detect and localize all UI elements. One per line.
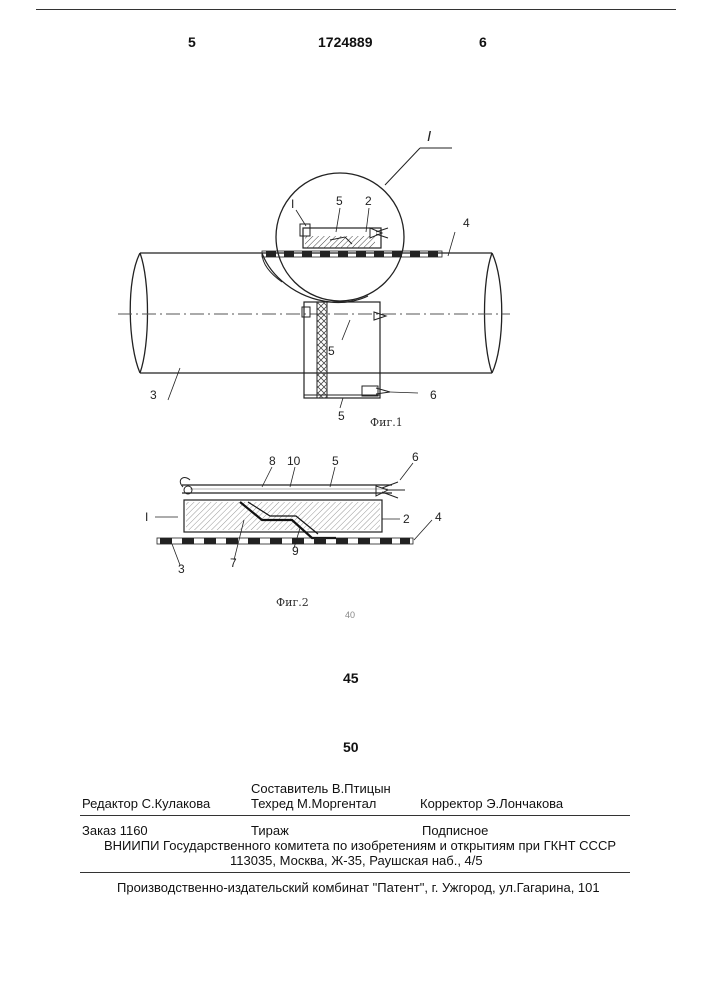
colophon-corrector: Корректор Э.Лончакова	[420, 796, 563, 811]
detail-leader	[385, 148, 420, 185]
colophon-institute: ВНИИПИ Государственного комитета по изоб…	[104, 838, 616, 853]
fig2-label-8: 8	[269, 454, 276, 468]
colophon-order: Заказ 1160	[82, 823, 148, 838]
colophon-publisher: Производственно-издательский комбинат "П…	[117, 880, 600, 895]
figure-2-drawing: 8 10 5 6 I 2 4 3 7 9 Фиг.2 40	[145, 450, 442, 620]
pipe	[130, 253, 502, 373]
fig2-label-7: 7	[230, 556, 237, 570]
colophon-rule-2	[80, 872, 630, 873]
colophon-compiler: Составитель В.Птицын	[251, 781, 391, 796]
colophon-techred: Техред М.Моргентал	[251, 796, 376, 811]
clamp-top	[300, 224, 388, 248]
line-number-45: 45	[343, 670, 359, 686]
colophon-rule-1	[80, 815, 630, 816]
fig1-label-5-bottom: 5	[338, 409, 345, 423]
cutaway-break	[262, 253, 368, 303]
clamp-band	[302, 302, 390, 398]
colophon-circulation: Тираж	[251, 823, 289, 838]
colophon-address: 113035, Москва, Ж-35, Раушская наб., 4/5	[230, 853, 483, 868]
fig2-caption: Фиг.2	[276, 596, 309, 609]
fig2-label-6: 6	[412, 450, 419, 464]
fig2-label-5: 5	[332, 454, 339, 468]
fig1-label-i: I	[291, 197, 294, 211]
fig1-label-5-top: 5	[336, 194, 343, 208]
colophon-subscription: Подписное	[422, 823, 488, 838]
fig1-label-2: 2	[365, 194, 372, 208]
fig1-label-3: 3	[150, 388, 157, 402]
fig1-caption: Фиг.1	[370, 416, 403, 429]
fig1-label-4: 4	[463, 216, 470, 230]
fig2-stray-mark: 40	[345, 610, 355, 620]
fig2-label-9: 9	[292, 544, 299, 558]
fig2-label-2: 2	[403, 512, 410, 526]
fig2-label-i: I	[145, 510, 148, 524]
fig1-label-6: 6	[430, 388, 437, 402]
fig2-label-3: 3	[178, 562, 185, 576]
line-number-50: 50	[343, 739, 359, 755]
insulation-band	[262, 251, 442, 257]
fig2-label-10: 10	[287, 454, 301, 468]
fig1-detail-marker: I	[427, 128, 431, 145]
fig2-label-4: 4	[435, 510, 442, 524]
colophon-editor: Редактор С.Кулакова	[82, 796, 210, 811]
fig1-label-5-mid: 5	[328, 344, 335, 358]
